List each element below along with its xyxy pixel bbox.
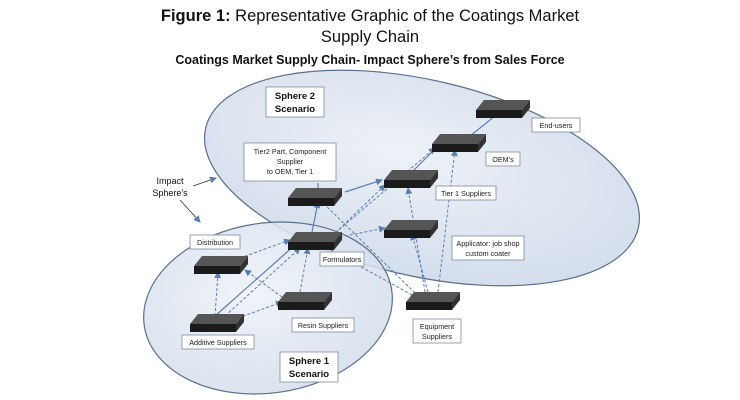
formulators-box [319,251,365,267]
figure-number: Figure 1: [160,7,231,25]
node-additive [190,314,244,332]
sphere2-title: Sphere 2 [275,91,315,102]
node-oem [432,134,486,152]
arrow-resin-distribution [244,269,283,298]
arrow-formulators-to-tier2 [311,201,321,233]
equipment-box [412,318,462,344]
arrow-additive-resin [237,300,283,319]
node-end-users [476,100,530,118]
arrow-equip-formulators [317,242,413,296]
node-resin [278,292,332,310]
arrow-equip-oem [437,149,458,293]
arrow-equip-applicator [410,233,429,293]
applicator-label-line2: custom coater [465,249,511,258]
tier2-box [243,142,337,182]
sphere2-subtitle: Scenario [275,104,315,115]
sphere1-box [279,351,339,383]
resin-label: Resin Suppliers [298,321,349,330]
applicator-box [451,235,525,261]
distribution-box [189,234,241,250]
arrow-additive-distribution [214,271,222,317]
node-equipment [406,292,460,310]
oem-box [485,151,521,167]
node-formulators [288,232,342,250]
arrow-additive-formulators [224,247,301,317]
sphere1-title: Sphere 1 [289,356,330,367]
tier1-box [435,185,497,201]
end-users-box [531,117,581,133]
arrow-additive-to-formulators-main [214,244,296,317]
impact-spheres-line1: Impact [156,176,184,186]
oem-label: OEM’s [492,155,514,164]
arrow-formulators-applicator [334,225,386,239]
tier2-label-line1: Tier2 Part, Component [254,147,326,156]
additive-box [181,334,255,350]
node-tier2 [288,188,342,206]
equipment-label-line2: Suppliers [422,332,452,341]
applicator-label-line1: Applicator: job shop [456,239,519,248]
arrow-formulators-oem [334,147,436,234]
label-boxes [181,86,581,383]
arrow-tier2-to-tier1 [344,178,383,193]
formulators-label: Formulators [323,255,362,264]
arrow-distribution-formulators [239,238,291,259]
figure-title-line1: Representative Graphic of the Coatings M… [235,7,580,25]
additive-label: Additive Suppliers [189,338,247,347]
tier2-label-line2: Supplier [277,157,304,166]
figure-title-line2: Supply Chain [320,28,420,46]
node-distribution [194,256,248,274]
figure-title: Figure 1: Representative Graphic of the … [0,6,740,48]
diagram-subtitle: Coatings Market Supply Chain- Impact Sph… [175,53,565,67]
arrow-equip-tier2 [319,199,416,294]
equipment-label-line1: Equipment [420,322,454,331]
resin-box [291,317,355,333]
nodes [190,100,530,332]
node-tier1 [384,170,438,188]
tier1-label: Tier 1 Suppliers [441,189,491,198]
sphere1-subtitle: Scenario [289,369,329,380]
tier2-label-line3: to OEM, Tier 1 [267,167,313,176]
end-users-label: End-users [540,121,573,130]
impact-spheres-line2: Sphere’s [152,188,188,198]
node-applicator [384,220,438,238]
sphere2-box [265,86,325,118]
dashed-arrows [214,147,458,319]
arrow-resin-formulators [299,247,311,293]
arrow-formulators-tier1 [331,184,386,237]
impact-pointers [179,176,217,223]
distribution-label: Distribution [197,238,233,247]
